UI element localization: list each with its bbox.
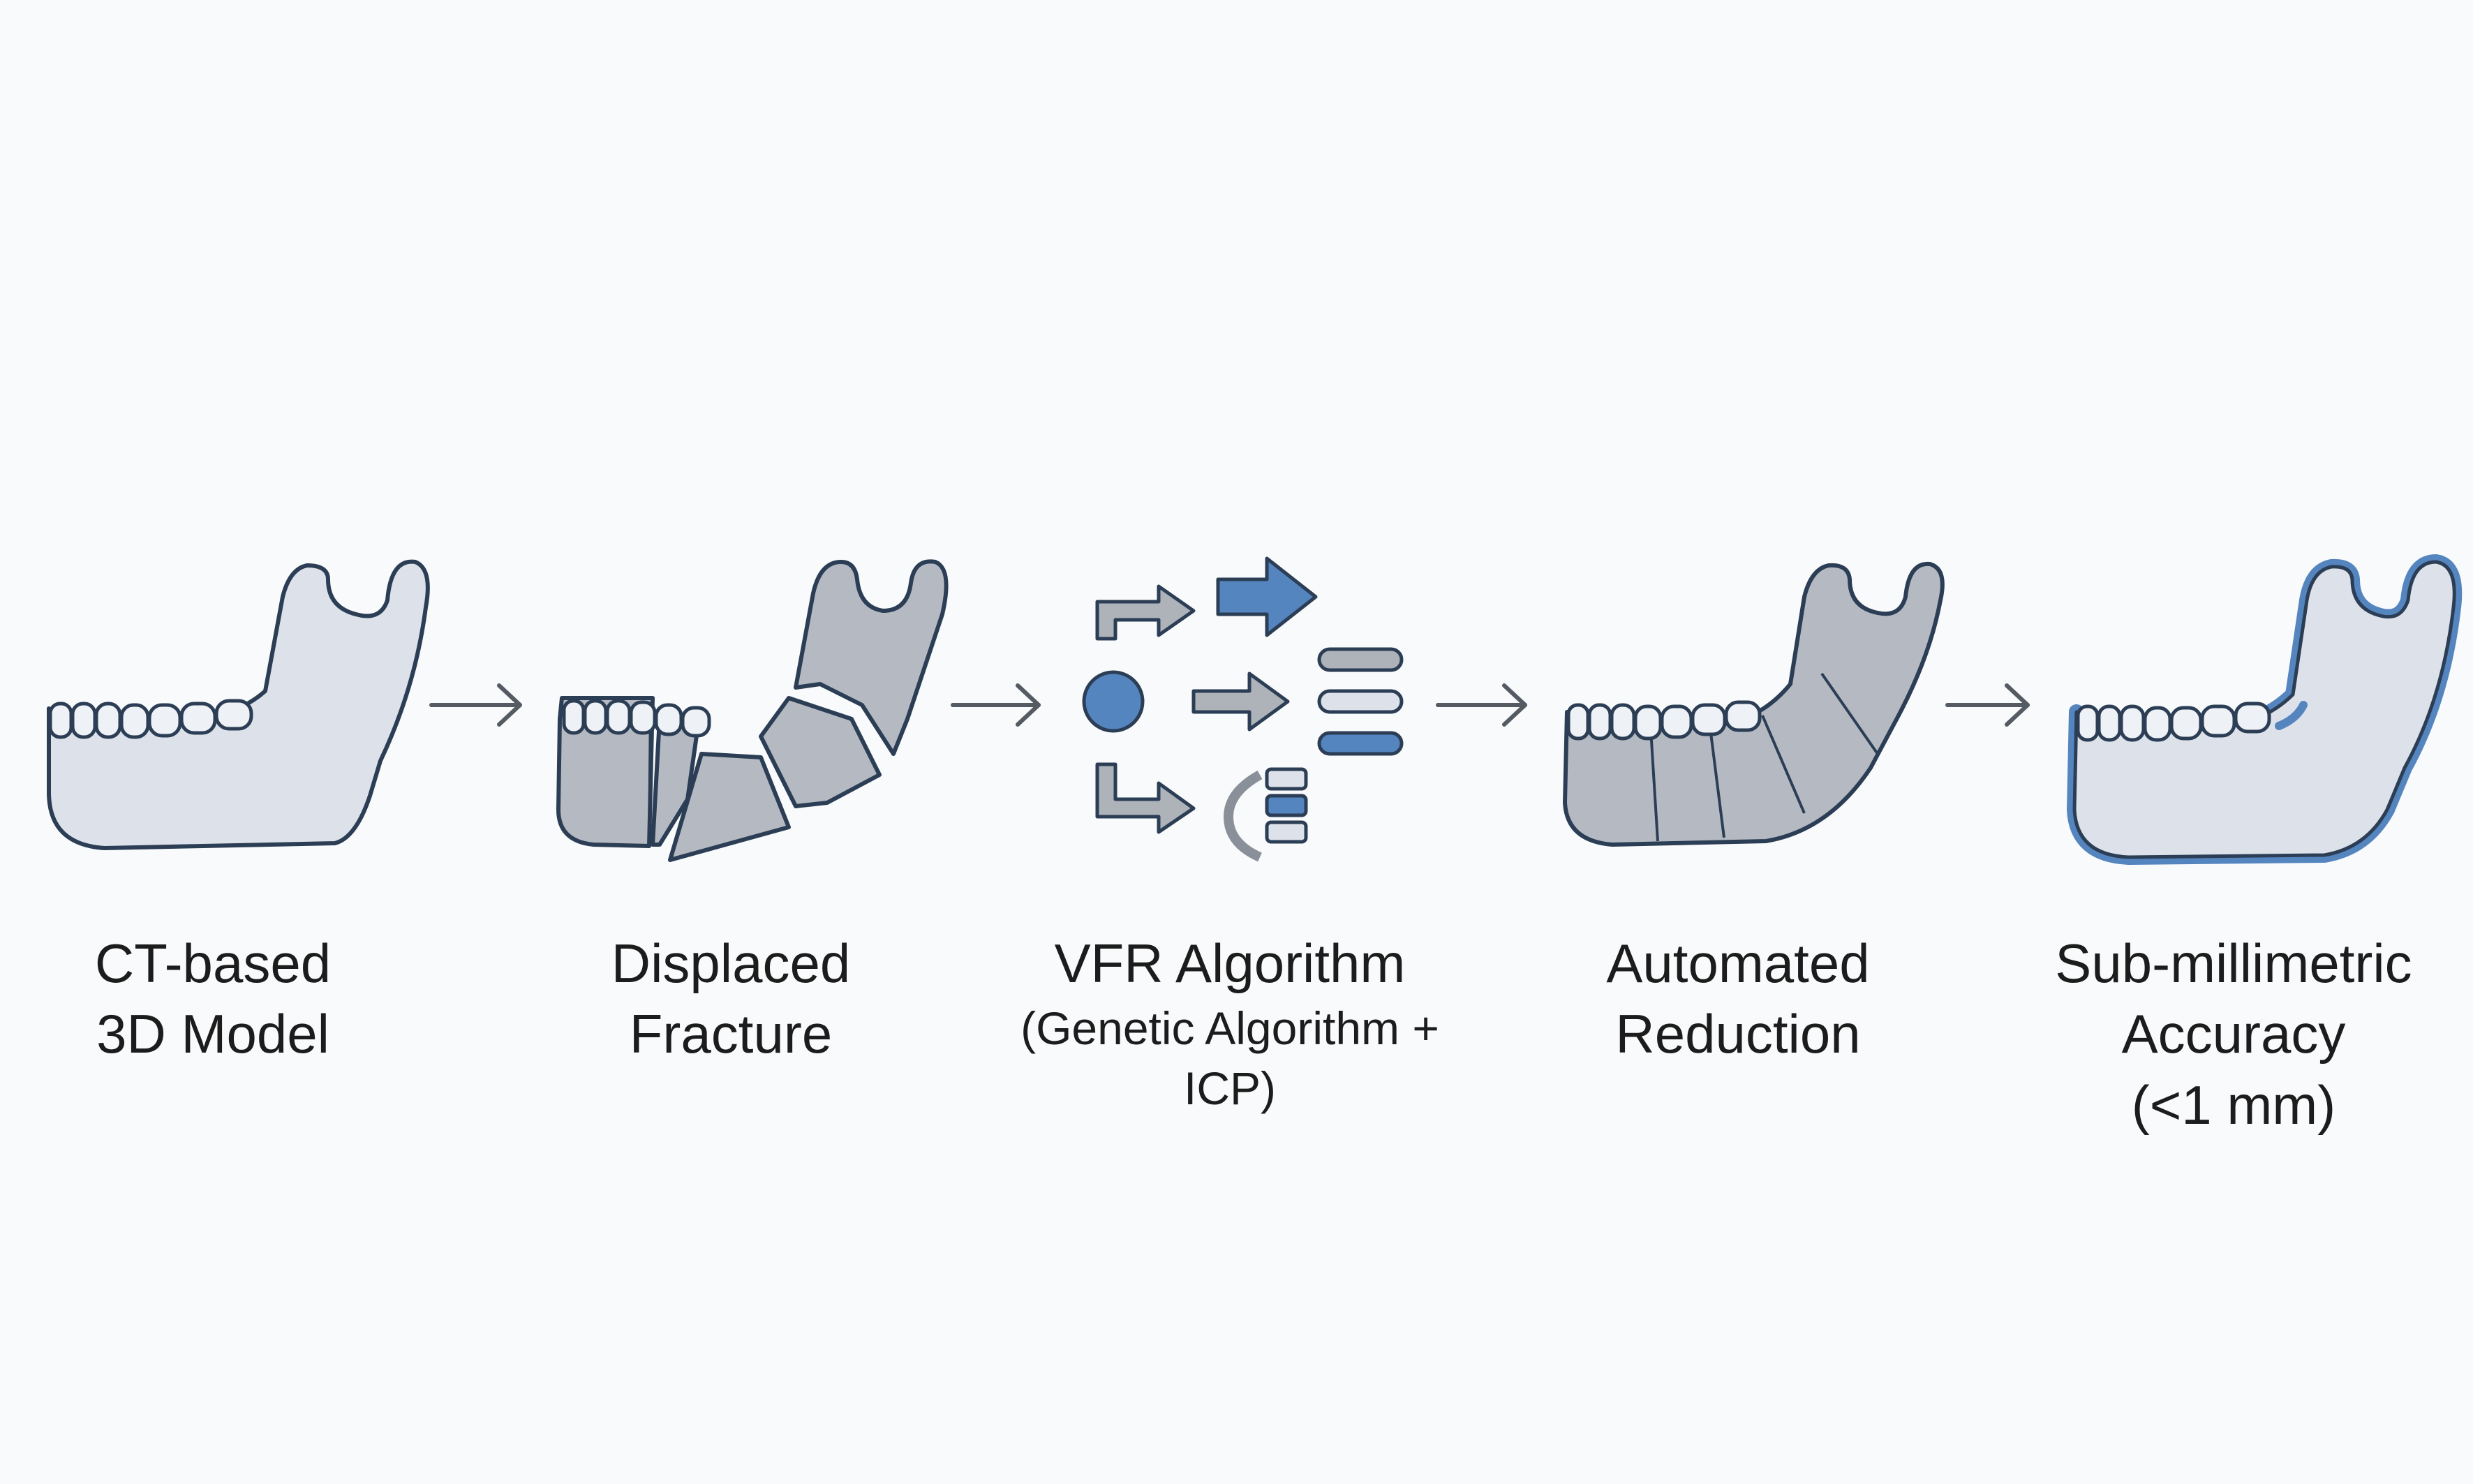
step-label-line: Fracture bbox=[629, 1003, 833, 1065]
step-label-line: VFR Algorithm bbox=[1054, 933, 1406, 994]
right-arrow-icon bbox=[429, 683, 522, 727]
reduced-mandible-icon bbox=[1563, 561, 1945, 847]
step-label-displaced-fracture: Displaced Fracture bbox=[611, 928, 851, 1070]
step-label-line: Sub-millimetric bbox=[2055, 933, 2412, 994]
algorithm-flow-icon bbox=[1082, 556, 1404, 862]
step-label-line: Accuracy bbox=[2121, 1003, 2346, 1065]
right-arrow-icon bbox=[1945, 683, 2030, 727]
fractured-mandible-icon bbox=[556, 559, 949, 862]
step-label-vfr-algorithm: VFR Algorithm (Genetic Algorithm + ICP) bbox=[1020, 928, 1439, 1119]
right-arrow-icon bbox=[1436, 683, 1527, 727]
step-label-line: Reduction bbox=[1615, 1003, 1861, 1065]
step-label-ct-model: CT-based 3D Model bbox=[95, 928, 331, 1070]
mandible-icon bbox=[47, 559, 430, 850]
step-label-automated-reduction: Automated Reduction bbox=[1606, 928, 1869, 1070]
step-label-line: Displaced bbox=[611, 933, 851, 994]
step-label-line: CT-based bbox=[94, 933, 332, 994]
right-arrow-icon bbox=[951, 683, 1041, 727]
step-label-line: (<1 mm) bbox=[2131, 1074, 2336, 1136]
step-label-sub-millimetric-accuracy: Sub-millimetric Accuracy (<1 mm) bbox=[2055, 928, 2412, 1141]
step-label-subline: ICP) bbox=[1184, 1062, 1276, 1115]
step-label-subline: (Genetic Algorithm + bbox=[1020, 1002, 1439, 1055]
step-label-line: Automated bbox=[1606, 933, 1870, 994]
outlined-mandible-icon bbox=[2067, 554, 2463, 865]
step-label-line: 3D Model bbox=[96, 1003, 329, 1065]
